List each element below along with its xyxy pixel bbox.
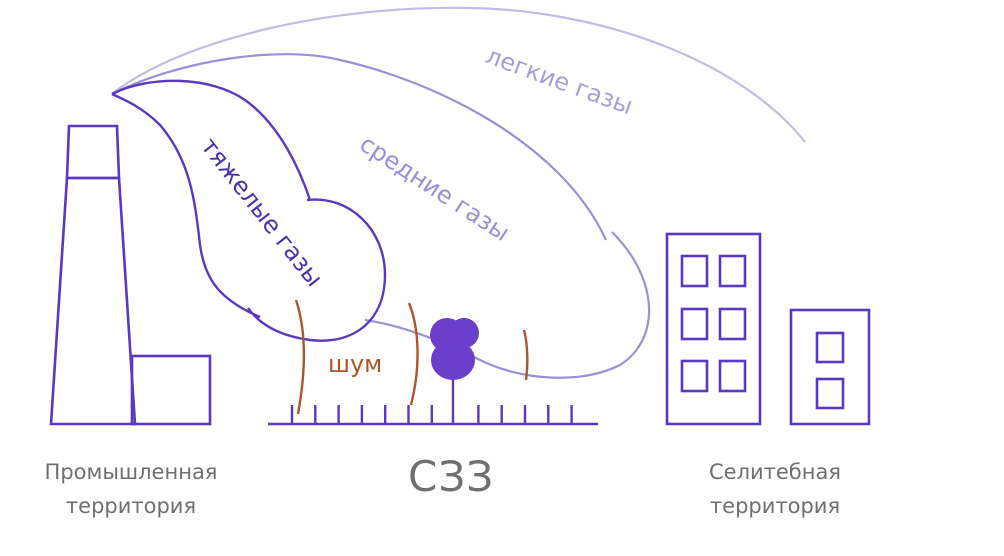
residential-zone-caption: Селитебная территория [662,455,888,523]
medium-gases-plume [111,53,651,379]
residential-zone-line1: Селитебная [709,460,841,484]
heavy-gases-label: тяжелые газы [195,132,328,291]
light-gases-plume [111,6,806,143]
heavy-gases-plume [111,79,387,342]
ground-line [268,405,598,426]
noise-waves [294,299,529,415]
medium-gases-label: средние газы [355,130,515,247]
residential-zone-line2: территория [709,494,841,518]
tree-icon [430,318,479,424]
residential-buildings-icon [665,232,871,426]
industrial-zone-line2: территория [65,494,197,518]
szz-label: СЗЗ [408,452,495,501]
light-gases-label: легкие газы [482,41,637,120]
industrial-zone-caption: Промышленная территория [18,455,244,523]
noise-label: шум [328,350,382,378]
industrial-zone-line1: Промышленная [44,460,218,484]
factory-icon [49,124,212,426]
